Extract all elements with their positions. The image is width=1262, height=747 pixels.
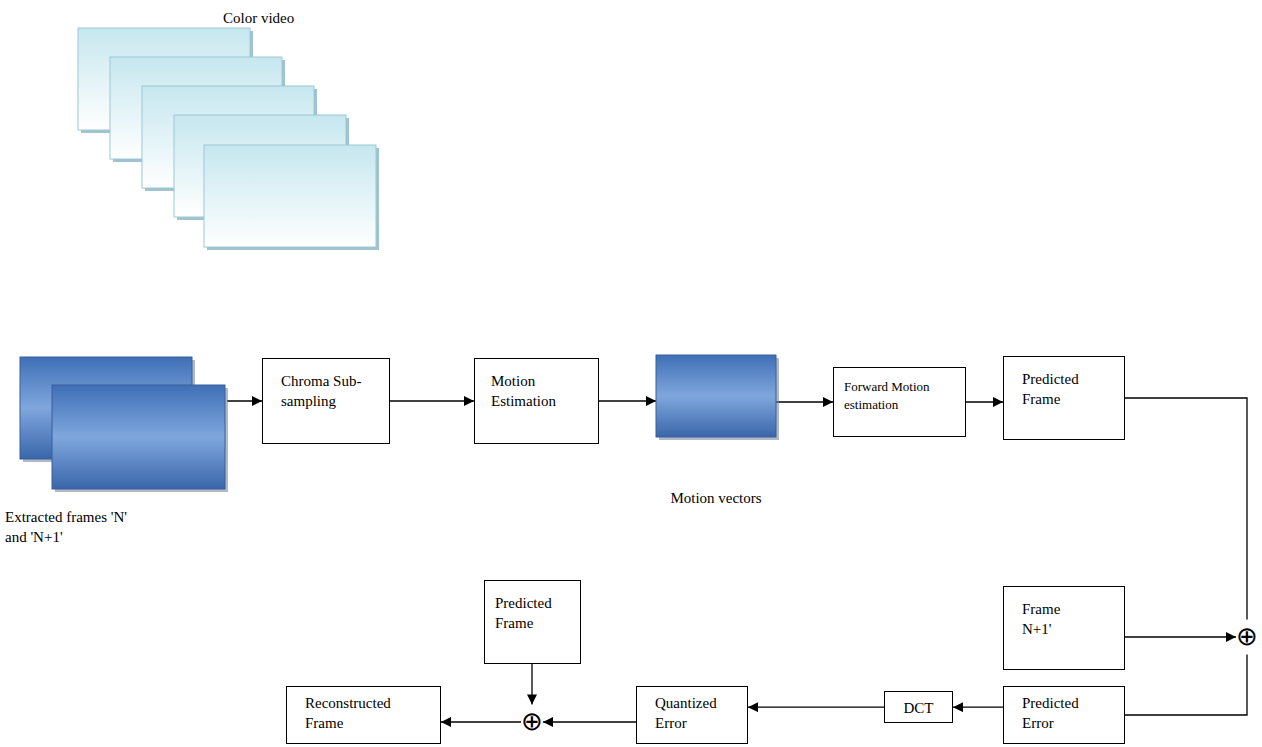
process-box: Predicted Frame <box>484 580 581 664</box>
process-box: Predicted Error <box>1003 686 1125 744</box>
summing-junction: ⊕ <box>521 704 543 739</box>
flow-arrow <box>390 400 474 401</box>
flow-arrow <box>441 721 521 722</box>
node-text: Motion vectors <box>656 488 776 508</box>
flow-arrow <box>227 400 262 401</box>
process-box: Forward Motion estimation <box>833 367 966 437</box>
flow-arrow <box>776 401 833 402</box>
node-text: Predicted Frame <box>495 593 570 634</box>
flow-arrow <box>966 401 1003 402</box>
node-text: DCT <box>891 698 946 718</box>
sum-symbol: ⊕ <box>521 704 543 739</box>
flow-arrow <box>1125 398 1247 619</box>
motion-vector-block-fill <box>656 355 776 437</box>
color-video-frames <box>78 28 379 250</box>
process-box: Motion Estimation <box>474 358 599 444</box>
flow-arrow <box>543 721 636 722</box>
sum-symbol: ⊕ <box>1236 619 1258 654</box>
flow-arrow <box>1125 655 1247 715</box>
summing-junction: ⊕ <box>1236 619 1258 654</box>
process-box: Reconstructed Frame <box>286 686 441 744</box>
node-text: Chroma Sub-sampling <box>281 371 365 412</box>
node-text: Extracted frames 'N' and 'N+1' <box>5 507 145 548</box>
process-box: Frame N+1' <box>1003 586 1125 670</box>
node-text: Frame N+1' <box>1022 599 1080 640</box>
node-text: Quantized Error <box>655 693 733 734</box>
motion-vector-block: Motion vectors <box>656 355 776 508</box>
extracted-frame <box>52 385 225 489</box>
motion-vector-picture <box>656 355 776 445</box>
flow-arrow <box>748 706 884 707</box>
flow-arrow <box>953 706 1003 707</box>
flow-arrow <box>1125 636 1236 637</box>
process-box: Chroma Sub-sampling <box>262 358 390 444</box>
caption-label: Color video <box>223 8 294 28</box>
flow-arrow <box>531 664 532 704</box>
flow-arrow <box>599 400 656 401</box>
node-text: Reconstructed Frame <box>305 693 416 734</box>
frame-pair: Extracted frames 'N' and 'N+1' <box>5 357 227 548</box>
node-text: Predicted Error <box>1022 693 1100 734</box>
node-text: Forward Motion estimation <box>844 378 955 413</box>
dct-box: DCT <box>884 691 953 723</box>
node-text: Motion Estimation <box>491 371 580 412</box>
process-box: Quantized Error <box>636 686 748 744</box>
frame-pair-picture <box>5 357 227 497</box>
video-frame <box>204 145 376 247</box>
node-text: Predicted Frame <box>1022 369 1100 410</box>
process-box: Predicted Frame <box>1003 356 1125 440</box>
